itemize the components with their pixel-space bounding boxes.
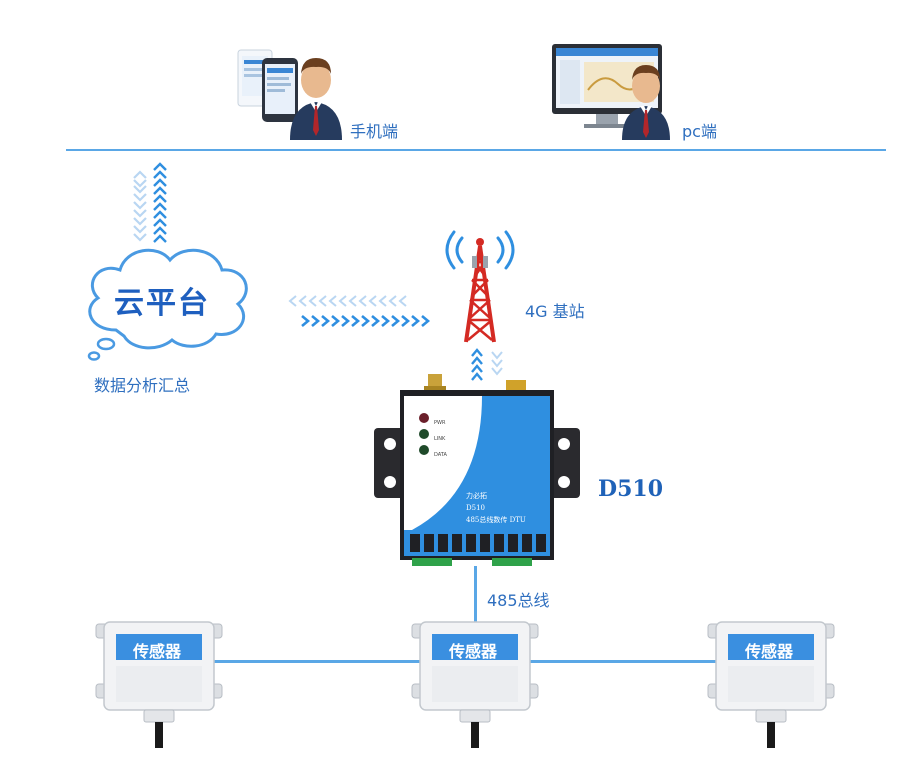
cloud-uplink-arrows — [126, 156, 176, 248]
mobile-label: 手机端 — [350, 122, 399, 141]
dtu-device — [372, 372, 582, 572]
device-face-brand: 力必拓 — [466, 492, 487, 500]
cloud-platform-title: 云平台 — [114, 286, 210, 321]
sensor-2-label: 传感器 — [449, 642, 498, 661]
sensor-2 — [410, 620, 540, 750]
sensor-1 — [94, 620, 224, 750]
pc-label: pc端 — [682, 122, 717, 141]
tower-label: 4G 基站 — [525, 302, 585, 321]
device-tower-arrows — [466, 346, 510, 386]
sensor-3-label: 传感器 — [745, 642, 794, 661]
bus-label: 485总线 — [487, 591, 550, 610]
bus-drop-line — [474, 566, 477, 630]
top-divider — [66, 149, 886, 151]
cell-tower-icon — [440, 226, 520, 346]
device-face-text: 力必拓 D510 485总线数传 DTU — [466, 490, 526, 526]
led-label-link: LINK — [434, 436, 446, 442]
mobile-user-illustration — [232, 40, 352, 140]
led-label-pwr: PWR — [434, 420, 446, 426]
pc-user-illustration — [548, 40, 678, 140]
device-face-model: D510 — [466, 504, 485, 512]
led-label-data: DATA — [434, 452, 447, 458]
sensor-3 — [706, 620, 836, 750]
cloud-shape — [76, 238, 256, 363]
device-led-labels: PWR LINK DATA — [434, 415, 447, 463]
sensor-1-label: 传感器 — [133, 642, 182, 661]
device-face-desc: 485总线数传 DTU — [466, 516, 526, 524]
tower-cloud-arrows — [280, 290, 440, 332]
device-name: D510 — [598, 476, 664, 502]
cloud-caption: 数据分析汇总 — [94, 376, 191, 395]
